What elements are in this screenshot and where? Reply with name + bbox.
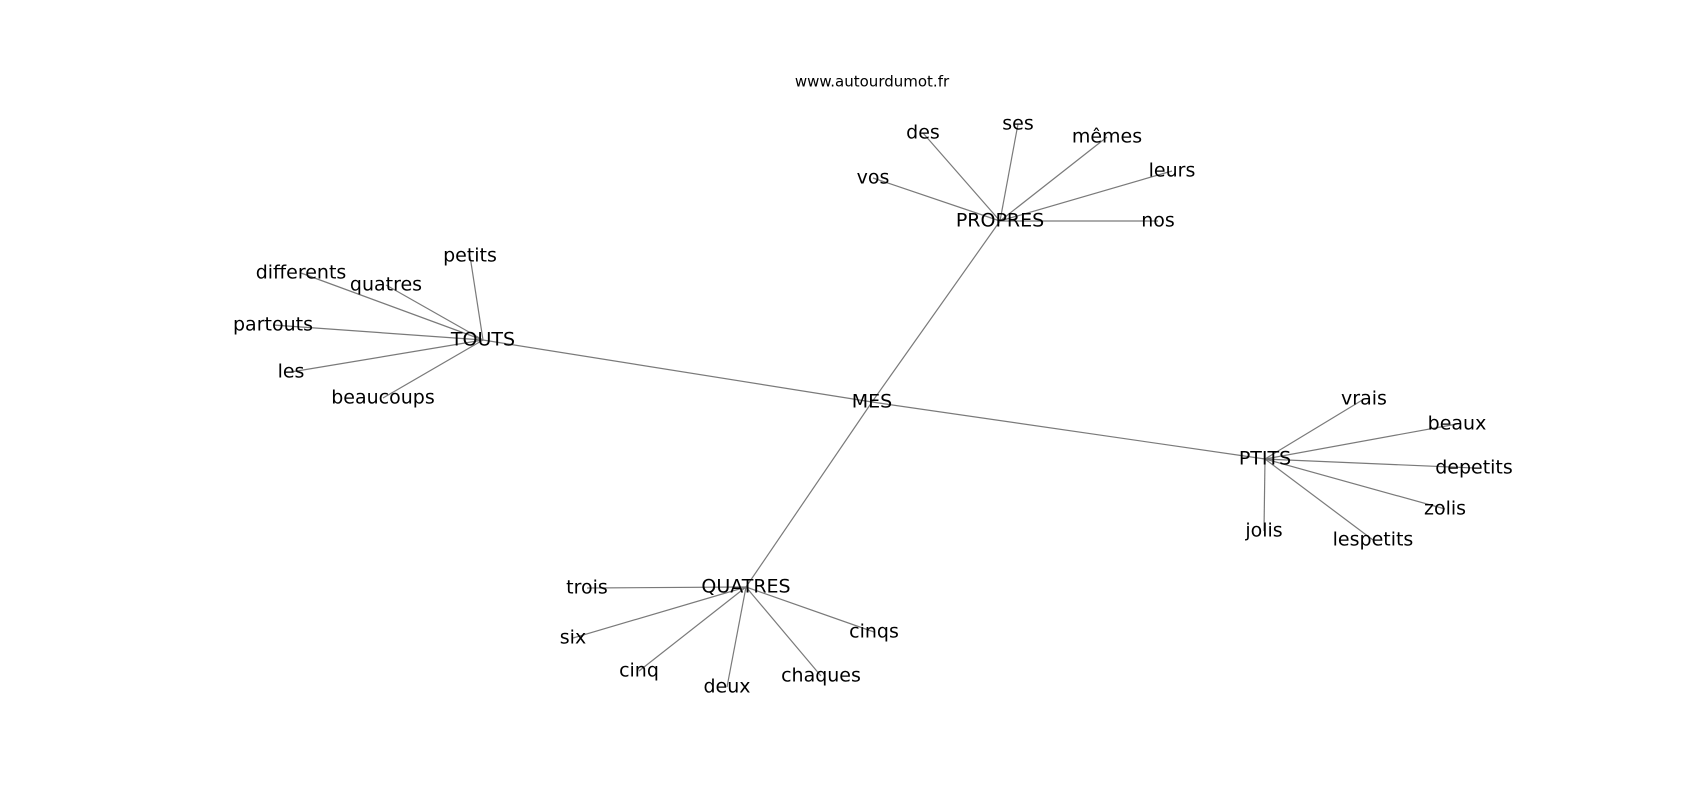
node-leaf-leurs: leurs	[1149, 160, 1196, 182]
edge-touts-quatres	[385, 284, 484, 341]
node-center: MES	[852, 391, 892, 413]
node-leaf-deux: deux	[703, 676, 750, 698]
edge-center-quatres	[745, 401, 873, 588]
node-hub-ptits: PTITS	[1239, 448, 1291, 470]
node-leaf-jolis: jolis	[1244, 520, 1282, 542]
edge-quatres-chaques	[745, 586, 822, 677]
edge-quatres-cinqs	[745, 586, 875, 633]
node-leaf-vos: vos	[857, 167, 890, 189]
node-leaf-cinqs: cinqs	[849, 621, 899, 643]
node-leaf-trois: trois	[566, 577, 608, 599]
edge-center-ptits	[871, 401, 1266, 460]
node-leaf-differents: differents	[256, 262, 347, 284]
edge-touts-petits	[469, 255, 484, 341]
node-leaf-vrais: vrais	[1341, 388, 1387, 410]
node-leaf-des: des	[906, 122, 940, 144]
node-leaf-chaques: chaques	[781, 665, 861, 687]
edge-propres-mêmes	[999, 136, 1108, 222]
node-leaf-quatres: quatres	[350, 274, 422, 296]
site-credit: www.autourdumot.fr	[795, 73, 950, 91]
edge-ptits-vrais	[1264, 398, 1365, 460]
edge-center-touts	[482, 339, 873, 403]
edge-ptits-jolis	[1263, 458, 1266, 532]
edge-ptits-beaux	[1264, 423, 1458, 460]
edge-touts-differents	[300, 272, 484, 341]
graph-edges	[272, 123, 1475, 688]
node-leaf-partouts: partouts	[233, 314, 313, 336]
node-leaf-petits: petits	[443, 245, 497, 267]
node-leaf-cinq: cinq	[619, 660, 659, 682]
node-leaf-nos: nos	[1141, 210, 1175, 232]
node-leaf-zolis: zolis	[1424, 498, 1466, 520]
node-leaf-depetits: depetits	[1435, 457, 1513, 479]
node-leaf-les: les	[278, 361, 305, 383]
edge-propres-des	[922, 132, 1001, 222]
edge-quatres-deux	[726, 586, 747, 688]
edge-quatres-cinq	[638, 586, 747, 672]
node-leaf-ses: ses	[1002, 113, 1034, 135]
edge-ptits-depetits	[1264, 458, 1475, 469]
edge-propres-ses	[999, 123, 1019, 222]
node-hub-propres: PROPRES	[956, 210, 1044, 232]
edge-quatres-trois	[586, 586, 747, 589]
edge-propres-vos	[872, 177, 1001, 222]
node-leaf-beaux: beaux	[1428, 413, 1487, 435]
edge-center-propres	[871, 220, 1001, 403]
edge-ptits-lespetits	[1264, 458, 1374, 541]
edge-touts-beaucoups	[382, 339, 484, 399]
edge-touts-partouts	[272, 324, 484, 341]
node-leaf-beaucoups: beaucoups	[331, 387, 435, 409]
node-hub-quatres: QUATRES	[701, 576, 790, 598]
node-leaf-six: six	[560, 627, 586, 649]
node-hub-touts: TOUTS	[450, 329, 515, 351]
edge-ptits-zolis	[1264, 458, 1446, 510]
edge-propres-leurs	[999, 170, 1173, 222]
edge-quatres-six	[572, 586, 747, 639]
node-leaf-lespetits: lespetits	[1333, 529, 1414, 551]
edge-touts-les	[290, 339, 484, 373]
node-leaf-mêmes: mêmes	[1072, 126, 1142, 148]
